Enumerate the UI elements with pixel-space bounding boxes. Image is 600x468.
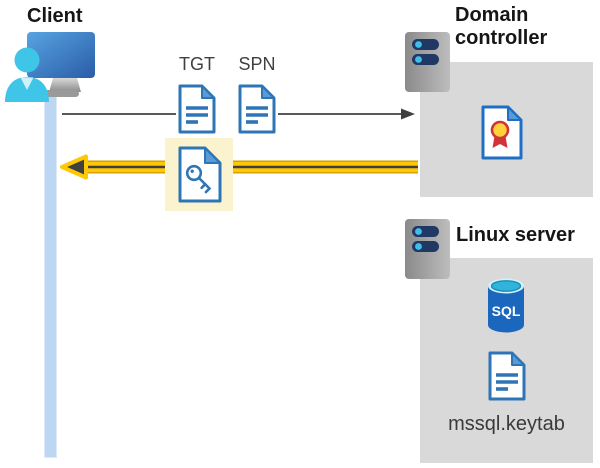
certificate-icon [481, 105, 523, 160]
tgt-label: TGT [179, 54, 215, 74]
response-arrowhead [60, 154, 88, 180]
request-arrow [62, 108, 415, 120]
response-arrow [60, 154, 418, 180]
monitor-icon [27, 32, 95, 78]
keytab-document-icon [488, 351, 526, 401]
key-icon [185, 164, 211, 194]
monitor-stand [49, 78, 81, 92]
linux-server-icon [405, 219, 450, 279]
linux-server-label: Linux server [456, 224, 575, 246]
client-lifeline [44, 90, 57, 458]
spn-document-icon [238, 84, 276, 134]
client-workstation-icon [5, 32, 95, 102]
domain-controller-server-icon [405, 32, 450, 92]
keytab-label: mssql.keytab [448, 413, 565, 435]
client-label: Client [27, 5, 83, 27]
tgt-document-icon [178, 84, 216, 134]
monitor-base [43, 90, 79, 97]
user-icon [5, 47, 49, 102]
sql-database-icon: SQL [488, 278, 524, 333]
domain-controller-label: Domain controller [455, 4, 548, 49]
sql-badge-text: SQL [492, 303, 521, 319]
spn-label: SPN [238, 54, 276, 74]
key-document-icon [178, 146, 222, 203]
request-arrowhead [401, 108, 415, 120]
